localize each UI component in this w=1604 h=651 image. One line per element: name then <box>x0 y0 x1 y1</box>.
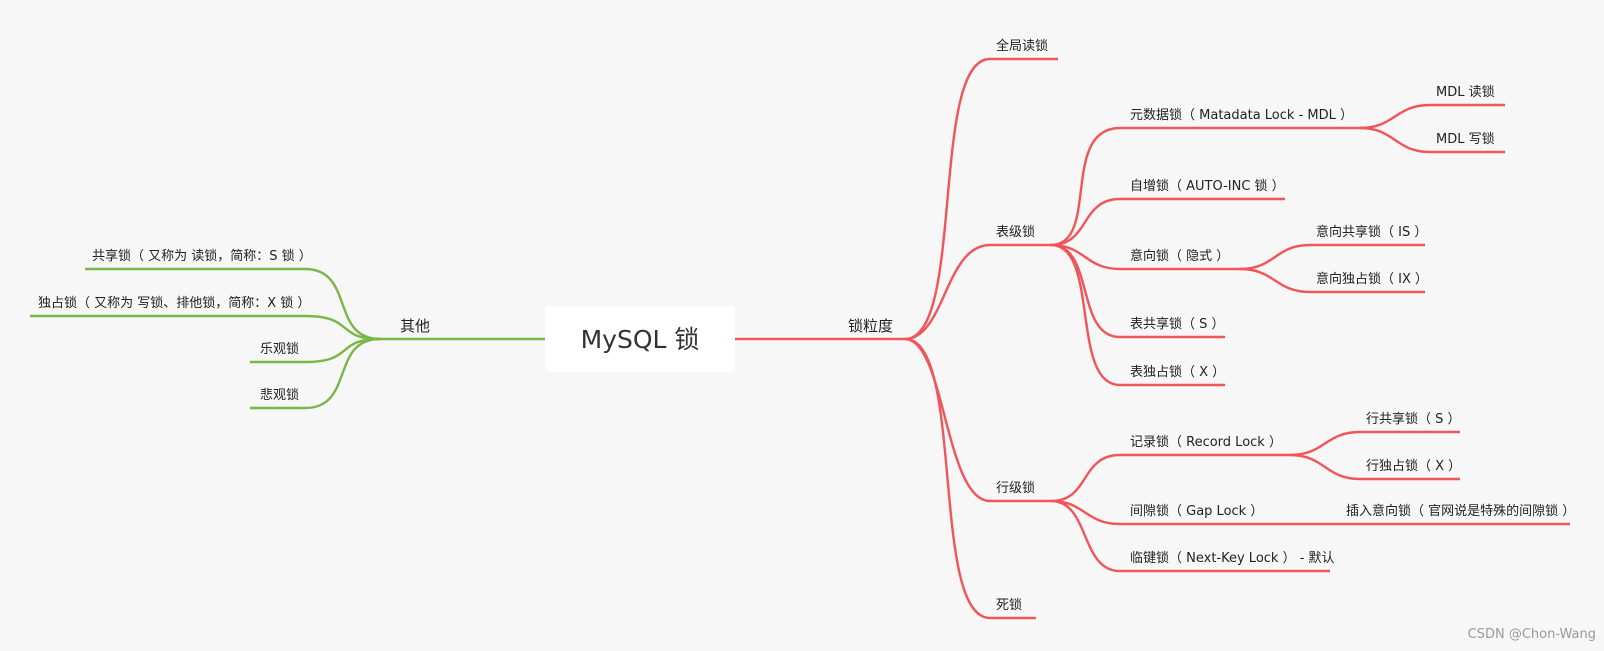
table-shared-label[interactable]: 表共享锁（ S ） <box>1130 316 1225 332</box>
pessimistic-label[interactable]: 悲观锁 <box>260 387 299 403</box>
edge-record-lock <box>1050 453 1290 503</box>
table-exclusive-label[interactable]: 表独占锁（ X ） <box>1130 364 1225 380</box>
root-node[interactable]: MySQL 锁 <box>545 306 735 372</box>
row-exclusive-label[interactable]: 行独占锁（ X ） <box>1366 458 1461 474</box>
edge-mdl-read <box>1359 103 1505 130</box>
insert-intention-label[interactable]: 插入意向锁（ 官网说是特殊的间隙锁 ） <box>1346 503 1575 519</box>
granularity-edges <box>718 57 1570 620</box>
other-edges <box>30 267 545 410</box>
row-level-label[interactable]: 行级锁 <box>996 480 1035 496</box>
intention-label[interactable]: 意向锁（ 隐式 ） <box>1130 248 1229 264</box>
deadlock-label[interactable]: 死锁 <box>996 597 1022 613</box>
edge-pessimistic <box>250 337 381 410</box>
edge-auto-inc <box>1050 197 1285 247</box>
root-label: MySQL 锁 <box>581 325 700 354</box>
shared-label[interactable]: 共享锁（ 又称为 读锁，简称：S 锁 ） <box>92 248 312 264</box>
exclusive-label[interactable]: 独占锁（ 又称为 写锁、排他锁，简称：X 锁 ） <box>38 295 310 311</box>
mdl-write-label[interactable]: MDL 写锁 <box>1436 131 1495 147</box>
is-label[interactable]: 意向共享锁（ IS ） <box>1316 224 1427 240</box>
root-box <box>545 306 735 372</box>
other-label[interactable]: 其他 <box>400 317 430 335</box>
mdl-read-label[interactable]: MDL 读锁 <box>1436 84 1495 100</box>
granularity-label[interactable]: 锁粒度 <box>848 317 893 335</box>
edge-ix <box>1239 267 1425 294</box>
edge-row-exclusive <box>1289 453 1460 481</box>
edge-deadlock <box>904 337 1036 620</box>
edge-mdl-write <box>1359 126 1505 154</box>
next-key-label[interactable]: 临键锁（ Next-Key Lock ） - 默认 <box>1130 550 1335 566</box>
edge-shared <box>85 267 381 341</box>
metadata-lock-label[interactable]: 元数据锁（ Matadata Lock - MDL ） <box>1130 107 1353 123</box>
edge-next-key <box>1050 499 1330 573</box>
watermark: CSDN @Chon-Wang <box>1468 627 1596 642</box>
edge-table-level <box>904 243 1051 341</box>
gap-lock-label[interactable]: 间隙锁（ Gap Lock ） <box>1130 503 1263 519</box>
auto-inc-label[interactable]: 自增锁（ AUTO-INC 锁 ） <box>1130 178 1285 194</box>
edge-row-level <box>904 337 1051 503</box>
edge-global-lock <box>904 57 1058 341</box>
optimistic-label[interactable]: 乐观锁 <box>260 341 299 357</box>
global-lock-label[interactable]: 全局读锁 <box>996 38 1048 54</box>
edge-row-shared <box>1289 430 1460 457</box>
edge-exclusive <box>30 314 381 341</box>
edge-metadata-lock <box>1050 126 1360 247</box>
edge-table-exclusive <box>1050 243 1225 387</box>
row-shared-label[interactable]: 行共享锁（ S ） <box>1366 411 1461 427</box>
record-lock-label[interactable]: 记录锁（ Record Lock ） <box>1130 434 1282 450</box>
table-level-label[interactable]: 表级锁 <box>996 224 1035 240</box>
edge-is <box>1239 243 1425 271</box>
ix-label[interactable]: 意向独占锁（ IX ） <box>1316 271 1428 287</box>
